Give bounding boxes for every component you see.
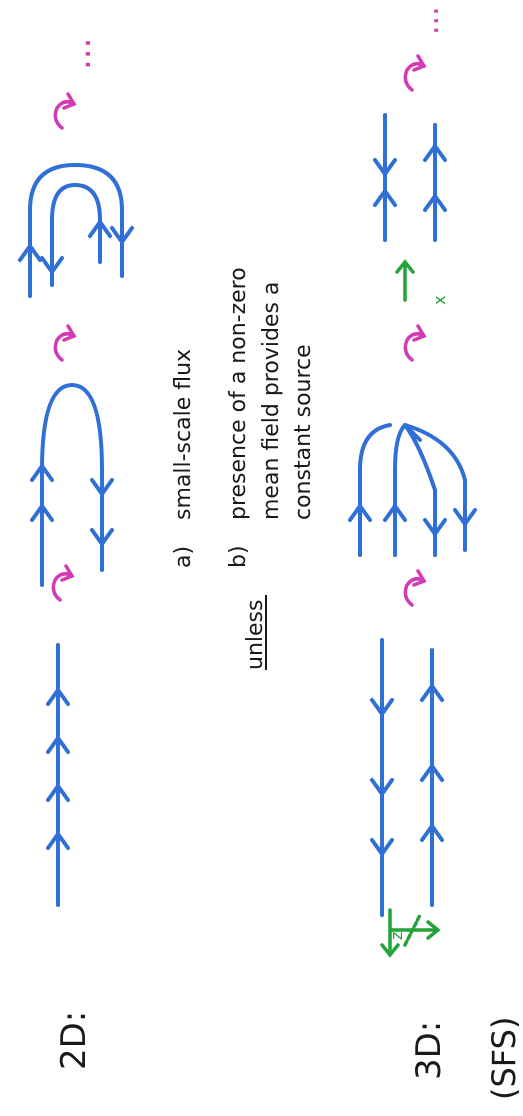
- field-line-2d-straight: [46, 643, 70, 907]
- ellipsis-bottom: ...: [411, 6, 446, 35]
- ellipsis-top: ...: [59, 38, 99, 70]
- ellipsis-bottom-group: ...: [411, 6, 446, 35]
- axis-z-group: z: [387, 932, 406, 940]
- unless-label: unless: [243, 600, 268, 670]
- item-b-line2: mean field provides a: [259, 282, 284, 520]
- field-lines-3d-short: [373, 113, 447, 242]
- label-2d: 2D:: [54, 1011, 94, 1070]
- item-b-line1-group: presence of a non-zero: [226, 267, 251, 520]
- label-sfs: (SFS): [485, 1017, 523, 1100]
- transition-arrow-3d-1: [403, 569, 427, 607]
- ellipsis-top-group: ...: [59, 38, 99, 70]
- label-3d-group: 3D:: [409, 1021, 449, 1080]
- transition-arrow-3d-3: [403, 54, 427, 92]
- item-a-marker: a): [171, 546, 196, 568]
- item-a-group: a): [171, 546, 196, 568]
- item-a-text-group: small-scale flux: [171, 349, 196, 520]
- label-3d: 3D:: [409, 1021, 449, 1080]
- axes-3d-icon: [380, 908, 441, 958]
- field-line-2d-loop: [30, 383, 114, 587]
- transition-arrow-2d-3: [53, 92, 77, 130]
- item-b-line1: presence of a non-zero: [226, 267, 251, 520]
- transition-arrow-3d-2: [403, 324, 427, 362]
- item-b-marker-group: b): [226, 545, 251, 568]
- transition-arrow-2d-1: [51, 564, 75, 602]
- item-a-text: small-scale flux: [171, 349, 196, 520]
- item-b-line3: constant source: [291, 344, 316, 520]
- axis-z-label: z: [387, 932, 406, 940]
- item-b-line2-group: mean field provides a: [259, 282, 284, 520]
- field-line-2d-nested-loops: [18, 163, 134, 298]
- axis-x-group: x: [430, 296, 449, 305]
- field-lines-3d-parallel: [370, 638, 444, 917]
- transition-arrow-2d-2: [53, 324, 77, 362]
- label-sfs-group: (SFS): [485, 1017, 523, 1100]
- axis-x-label: x: [430, 296, 449, 305]
- label-2d-group: 2D:: [54, 1011, 94, 1070]
- item-b-line3-group: constant source: [291, 344, 316, 520]
- unless-group: unless: [243, 600, 268, 670]
- axis-x-icon: [395, 259, 415, 302]
- field-lines-3d-fan: [348, 423, 477, 557]
- item-b-marker: b): [226, 545, 251, 568]
